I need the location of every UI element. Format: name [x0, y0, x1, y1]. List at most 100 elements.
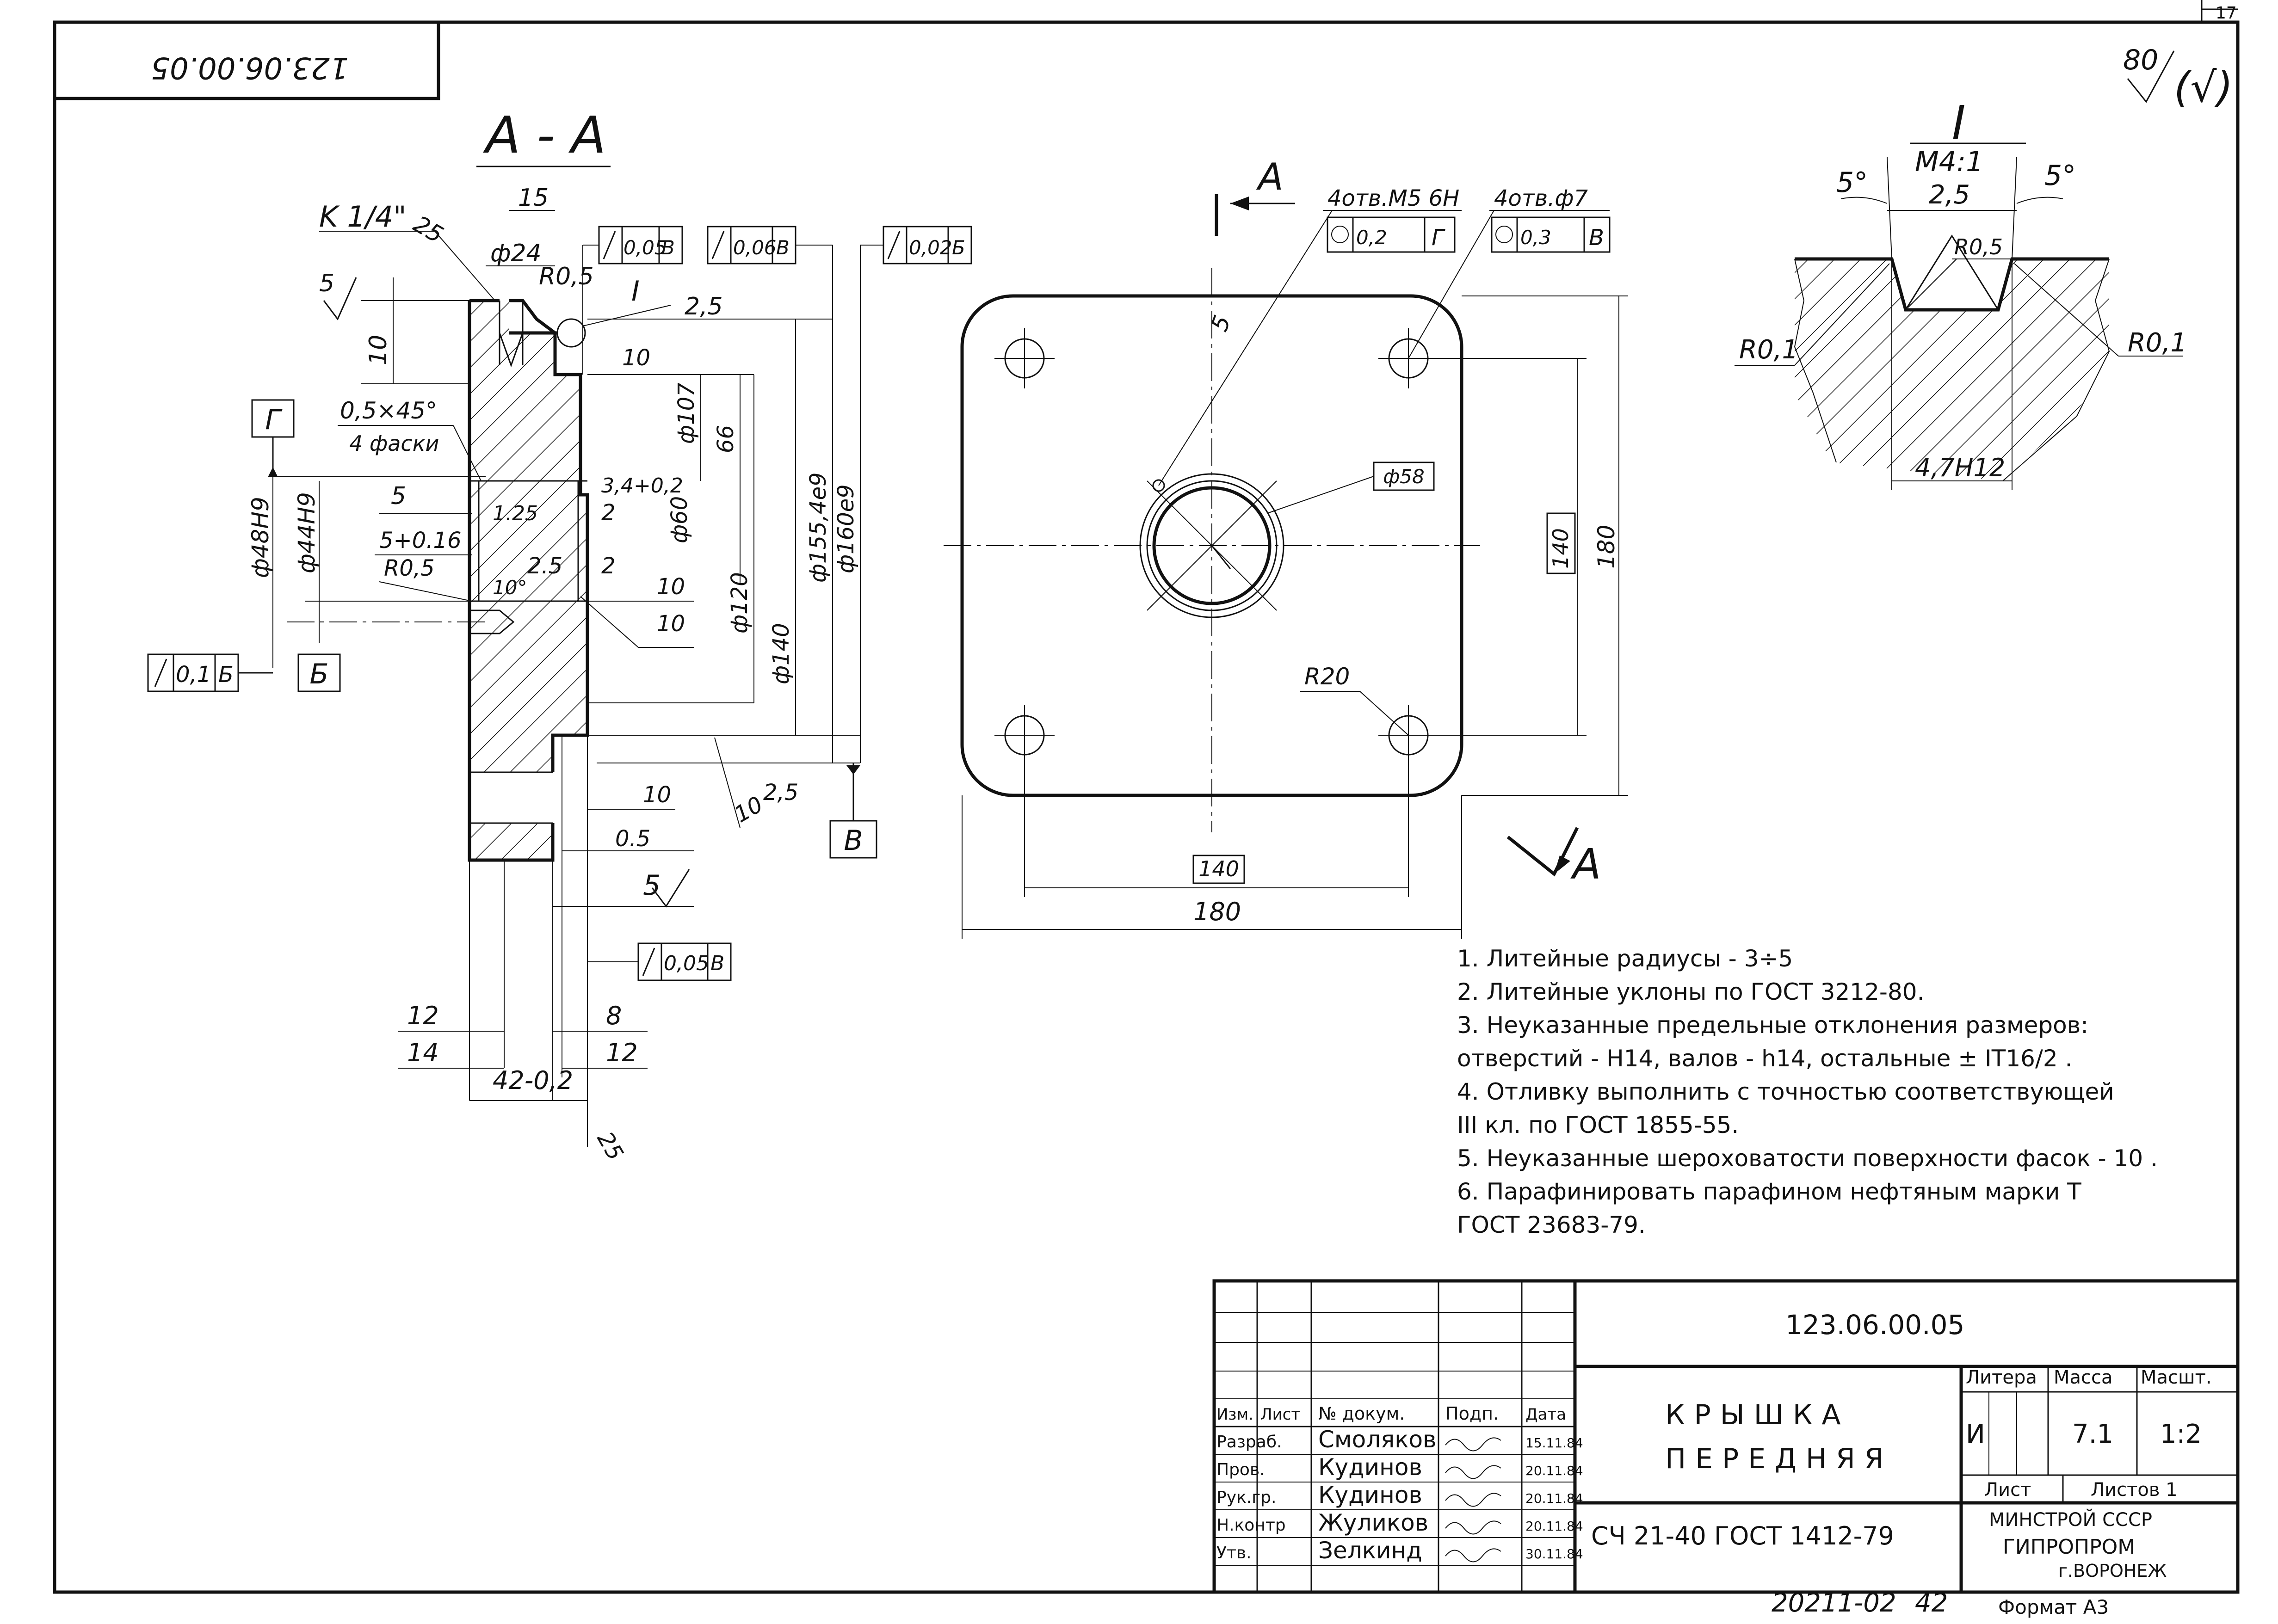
dia-160: ф160e9 — [833, 484, 859, 573]
detail-outline — [1795, 257, 2109, 312]
tolerance-frame-m5: 0,2 Г — [1327, 216, 1456, 253]
role-name: Смоляков — [1318, 1426, 1437, 1453]
bore-outer — [1139, 473, 1284, 618]
sheet-label: Лист — [1984, 1479, 2031, 1501]
tolerance-frame-005c: 0,05 В — [587, 942, 732, 981]
note-line: 3. Неуказанные предельные отклонения раз… — [1457, 1012, 2088, 1039]
hdr-list: Лист — [1260, 1405, 1300, 1424]
dim-125: 1.25 — [493, 502, 538, 525]
dim-140h-box — [1192, 855, 1245, 884]
r05-label: R0,5 — [539, 263, 594, 290]
sheet-no: 42 — [1915, 1588, 1948, 1618]
signature-icon — [1445, 1437, 1501, 1452]
dia-44h9: ф44H9 — [293, 492, 320, 573]
dim-5tol: 5+0.16 — [379, 528, 462, 554]
detail-hatch — [1795, 259, 2109, 481]
detail-radius-right: R0,1 — [2128, 328, 2187, 358]
tol-005b-datum: В — [661, 236, 675, 259]
tol-006b-datum: В — [776, 236, 790, 259]
signature-icon — [1445, 1548, 1501, 1562]
role-name: Кудинов — [1318, 1454, 1422, 1481]
detail-scale: М4:1 — [1915, 146, 1983, 178]
dia-120: ф120 — [727, 572, 753, 634]
roughness-check-icon — [2127, 50, 2175, 103]
org-line3: г.ВОРОНЕЖ — [2058, 1561, 2167, 1581]
tol-005b-value: 0,05 — [624, 236, 667, 259]
dim-140-h: 140 — [1198, 856, 1239, 881]
dim-05: 0.5 — [615, 826, 650, 852]
tol-01b-value: 0,1 — [176, 662, 211, 688]
rough-25d: 2,5 — [763, 780, 798, 806]
dim-180-h: 180 — [1193, 897, 1241, 926]
role-role: Пров. — [1216, 1460, 1265, 1479]
hdr-doc: № докум. — [1318, 1403, 1405, 1424]
chamfer-label: 0,5×45° — [340, 397, 437, 424]
hdr-izm: Изм. — [1216, 1405, 1253, 1424]
plan-rough-5: 5 — [1206, 312, 1236, 335]
tol-005c-datum: В — [710, 952, 724, 975]
rough-5-mid: 5 — [391, 482, 406, 510]
r20-label: R20 — [1304, 663, 1350, 690]
dia-60: ф60 — [667, 496, 692, 543]
detail-view: I М4:1 5° 5° 2,5 R0,5 R0,1 R0,1 4,7H12 — [1735, 96, 2187, 490]
designation: 123.06.00.05 — [1785, 1309, 1964, 1341]
datum-b-left: Б — [297, 653, 341, 692]
section-hatch-lower — [469, 823, 553, 860]
corner-mark: 17 — [2216, 4, 2237, 23]
name-line2: ПЕРЕДНЯЯ — [1665, 1443, 1893, 1475]
section-arrow-bottom: A — [1570, 840, 1601, 889]
plan-view: A 4отв.М5 6Н 0,2 Г — [944, 155, 1628, 939]
detail-width-bottom: 4,7H12 — [1915, 453, 2005, 482]
dim-180-v: 180 — [1593, 525, 1620, 569]
rough-5-top: 5 — [319, 270, 334, 297]
tolerance-frame-d7: 0,3 В — [1491, 216, 1611, 253]
datum-g: Г — [251, 399, 295, 476]
hdr-sign: Подп. — [1445, 1403, 1499, 1424]
technical-notes: 1. Литейные радиусы - 3÷52. Литейные укл… — [1457, 945, 2158, 1238]
dia-107: ф107 — [673, 382, 699, 444]
role-name: Жуликов — [1318, 1509, 1428, 1536]
role-role: Рук.гр. — [1216, 1488, 1276, 1507]
role-name: Кудинов — [1318, 1482, 1422, 1508]
section-hatch — [469, 296, 587, 772]
tol-002b-value: 0,02 — [909, 236, 952, 259]
bore-inner — [1152, 486, 1272, 605]
tol-01b-datum: Б — [218, 662, 234, 688]
dia-58-box: ф58 — [1267, 461, 1435, 514]
sheet-frame — [53, 20, 2240, 1594]
role-date: 20.11.84 — [1525, 1463, 1583, 1478]
sheets-label: Листов 1 — [2091, 1479, 2178, 1501]
note-line: отверстий - H14, валов - h14, остальные … — [1457, 1045, 2072, 1072]
detail-width-top: 2,5 — [1929, 180, 1970, 210]
detail-radius-center: R0,5 — [1954, 234, 2003, 259]
format-label: Формат А3 — [1998, 1596, 2109, 1618]
position-icon-2 — [1495, 226, 1513, 243]
title-block: Изм. Лист № докум. Подп. Дата Разраб.Смо… — [1212, 1279, 2240, 1594]
rough-25a: 25 — [409, 210, 448, 248]
mass-label: Масса — [2054, 1367, 2113, 1388]
rough-25b: 2,5 — [685, 293, 723, 320]
org-line2: ГИПРОПРОМ — [2003, 1535, 2135, 1559]
tolerance-frame-005b-top: 0,05 В — [582, 226, 683, 375]
dim-2b: 2 — [601, 553, 616, 579]
signature-icon — [1445, 1465, 1501, 1479]
dim-2a: 2 — [601, 500, 616, 526]
angle-10: 10° — [493, 576, 527, 599]
chamfer-note: 4 фаски — [349, 431, 439, 456]
thread-label: K 1/4" — [319, 200, 407, 234]
dia-58: ф58 — [1383, 465, 1424, 488]
role-date: 20.11.84 — [1525, 1519, 1583, 1534]
holes-d7-tol: 0,3 — [1520, 226, 1551, 249]
signature-icon — [1445, 1493, 1501, 1507]
role-role: Утв. — [1216, 1544, 1252, 1562]
r05b-label: R0,5 — [384, 555, 435, 581]
datum-b1-label: Б — [309, 658, 328, 690]
top-stamp: 123.06.00.05 — [53, 20, 440, 100]
detail-circle — [556, 318, 586, 348]
section-arrow-top: A — [1256, 155, 1284, 198]
top-stamp-text: 123.06.00.05 — [151, 50, 349, 85]
holes-m5-label: 4отв.М5 6Н — [1327, 185, 1459, 211]
holes-m5-datum: Г — [1432, 225, 1445, 251]
archive-no: 20211-02 — [1772, 1588, 1896, 1618]
